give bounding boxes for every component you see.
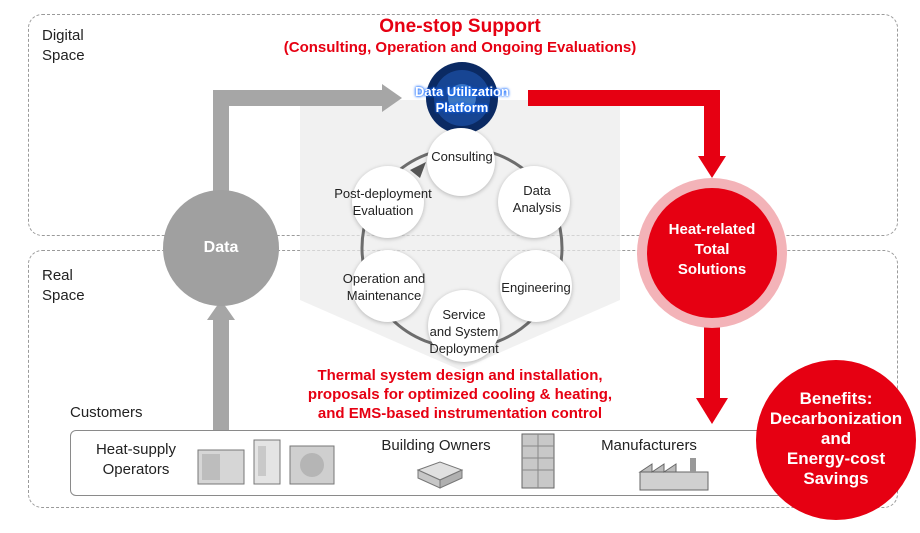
gray-arrow-up-head (207, 300, 235, 320)
platform-globe-core (448, 84, 476, 112)
digital-space-label: Digital Space (42, 27, 85, 64)
gray-arrow-platform-head (382, 84, 402, 112)
red-arrow-to-solutions (528, 90, 720, 158)
solutions-circle (647, 188, 777, 318)
one-stop-support-subtitle: (Consulting, Operation and Ongoing Evalu… (283, 39, 637, 56)
cycle-node-operation (352, 250, 424, 322)
cycle-node-consulting (427, 128, 495, 196)
cycle-arrowhead (410, 162, 426, 178)
cycle-operation-label: Operation and Maintenance (342, 271, 426, 303)
platform-globe-glow (434, 70, 490, 126)
customers-label: Customers (70, 404, 143, 421)
gray-arrow-to-platform (213, 90, 384, 200)
customer-group-manufacturers: Manufacturers (601, 437, 697, 454)
data-circle-label: Data (203, 239, 239, 256)
customer-group-heat-supply: Heat-supply Operators (95, 441, 177, 478)
cycle-post-deployment-label: Post-deployment Evaluation (334, 186, 432, 218)
cycle-service-label: Service and System Deployment (429, 307, 499, 356)
red-arrow-down-head (696, 398, 728, 424)
cycle-node-service (428, 290, 500, 362)
cycle-consulting-label: Consulting (431, 149, 493, 164)
gray-arrow-up-shaft (213, 318, 229, 430)
heat-supply-equipment-icon (197, 439, 335, 485)
benefits-circle-label: Benefits: Decarbonization and Energy-cos… (769, 389, 903, 488)
cycle-node-engineering (500, 250, 572, 322)
factory-icon (638, 458, 709, 491)
benefits-circle (756, 360, 916, 520)
cycle-node-data-analysis (498, 166, 570, 238)
platform-label: Data Utilization Platform (415, 84, 509, 115)
real-space-label: Real Space (42, 267, 85, 304)
cycle-engineering-label: Engineering (501, 280, 571, 295)
data-circle (163, 190, 279, 306)
red-arrow-solutions-head (698, 156, 726, 178)
cycle-data-analysis-label: Data Analysis (512, 183, 562, 215)
customer-group-building-owners: Building Owners (381, 437, 491, 454)
thermal-system-caption: Thermal system design and installation, … (307, 367, 613, 422)
ceiling-ac-unit-icon (416, 461, 464, 489)
office-building-icon (521, 433, 555, 489)
solutions-circle-label: Heat-related Total Solutions (668, 221, 756, 278)
one-stop-support-title: One-stop Support (379, 16, 541, 37)
cycle-node-post-deployment (352, 166, 424, 238)
